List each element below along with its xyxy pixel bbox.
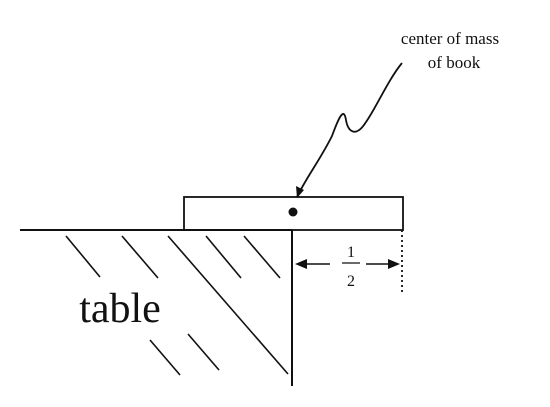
dimension-label-background [330, 252, 366, 276]
annotation-line-1: center of mass [401, 29, 499, 48]
hatch-line [167, 235, 289, 375]
hatch-line [187, 333, 220, 371]
annotation-arrowhead [296, 186, 304, 198]
dimension-denominator: 2 [347, 273, 355, 290]
hatch-line [65, 235, 101, 278]
hatch-line [205, 235, 242, 279]
hatch-line [149, 339, 181, 376]
center-of-mass-dot [288, 207, 298, 217]
dimension-numerator: 1 [347, 244, 355, 261]
book [183, 196, 404, 231]
table-label: table [79, 286, 161, 332]
table-hatching [65, 235, 289, 376]
dimension-arrowhead-left [295, 259, 307, 269]
hatch-line [121, 235, 159, 279]
hatch-line [243, 235, 281, 279]
dimension-arrowhead-right [388, 259, 400, 269]
annotation-arrow [296, 62, 403, 198]
annotation-line-2: of book [428, 53, 481, 72]
